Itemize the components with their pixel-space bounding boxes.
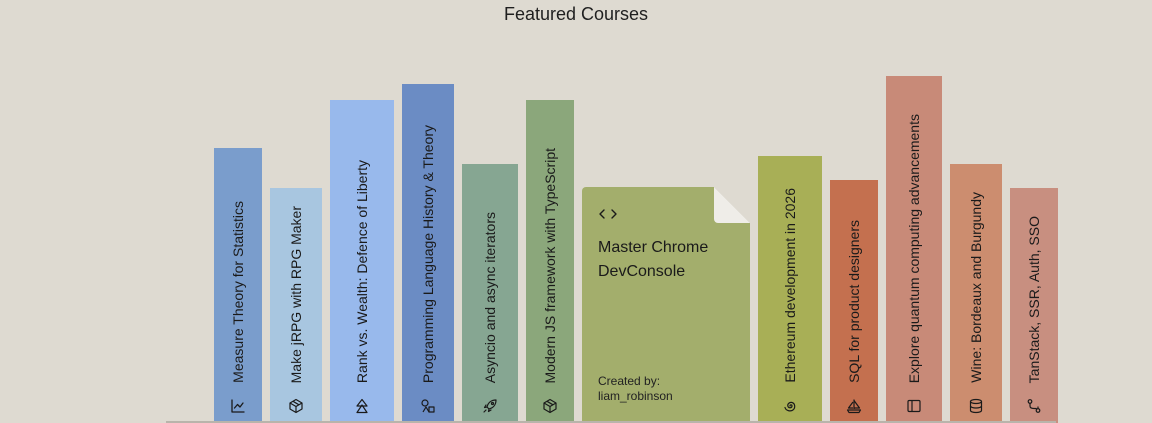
book-tanstack-ssr[interactable]: TanStack, SSR, Auth, SSO (1010, 188, 1058, 423)
book-title: Asyncio and async iterators (482, 211, 498, 383)
git-branch-icon (1026, 398, 1042, 414)
book-quantum-computing[interactable]: Explore quantum computing advancements (886, 76, 942, 423)
hexagon-cube-icon (542, 398, 558, 414)
book-title: Ethereum development in 2026 (782, 188, 798, 383)
book-title: SQL for product designers (846, 220, 862, 383)
book-title: Modern JS framework with TypeScript (542, 147, 558, 384)
book-sql-for-product-designers[interactable]: SQL for product designers (830, 180, 878, 423)
sailboat-icon (846, 398, 862, 414)
created-by-label: Created by: (598, 374, 661, 388)
code-icon (598, 207, 618, 221)
book-programming-language-history[interactable]: Programming Language History & Theory (402, 84, 454, 423)
database-icon (968, 398, 984, 414)
book-open-icon (906, 398, 922, 414)
stacked-triangles-icon (354, 398, 370, 414)
book-jrpg-maker[interactable]: Make jRPG with RPG Maker (270, 188, 322, 423)
book-measure-theory[interactable]: Measure Theory for Statistics (214, 148, 262, 423)
chart-line-icon (230, 398, 246, 414)
shapes-icon (420, 398, 436, 414)
featured-book-card[interactable]: Master Chrome DevConsole Created by: lia… (582, 187, 750, 423)
book-modern-js-framework[interactable]: Modern JS framework with TypeScript (526, 100, 574, 423)
hexagon-cube-icon (288, 398, 304, 414)
shelf-line (166, 421, 1056, 423)
book-title: Explore quantum computing advancements (906, 113, 922, 383)
book-asyncio[interactable]: Asyncio and async iterators (462, 164, 518, 423)
author-name: liam_robinson (598, 389, 673, 403)
book-title: TanStack, SSR, Auth, SSO (1026, 215, 1042, 383)
rocket-icon (482, 398, 498, 414)
book-wine-bordeaux[interactable]: Wine: Bordeaux and Burgundy (950, 164, 1002, 423)
book-title: Wine: Bordeaux and Burgundy (968, 192, 984, 383)
book-title: Measure Theory for Statistics (230, 201, 246, 383)
book-title: Make jRPG with RPG Maker (288, 205, 304, 383)
book-title: Programming Language History & Theory (420, 124, 436, 383)
book-ethereum-development[interactable]: Ethereum development in 2026 (758, 156, 822, 423)
spiral-icon (782, 398, 798, 414)
featured-book-title: Master Chrome DevConsole (598, 239, 709, 280)
book-rank-vs-wealth[interactable]: Rank vs. Wealth: Defence of Liberty (330, 100, 394, 423)
book-title: Rank vs. Wealth: Defence of Liberty (354, 159, 370, 383)
page-title: Featured Courses (503, 4, 649, 24)
page-fold (714, 187, 750, 223)
